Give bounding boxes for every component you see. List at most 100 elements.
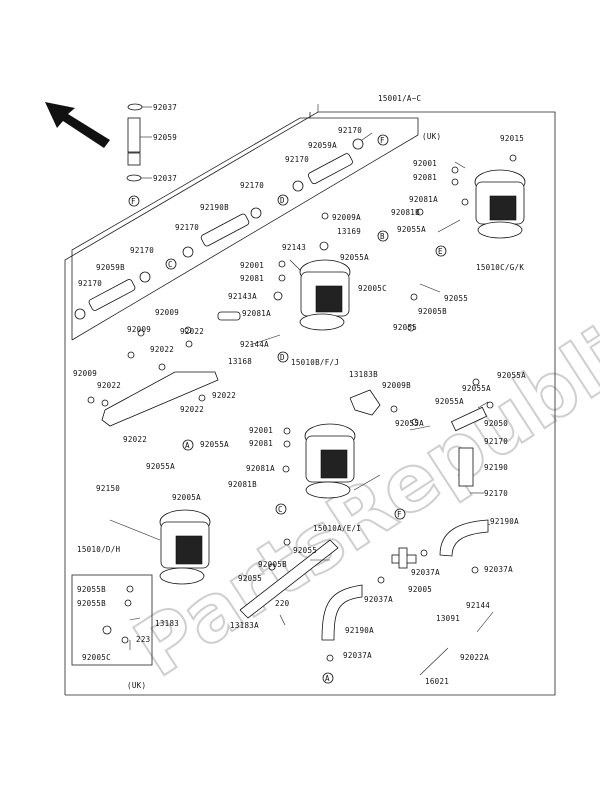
label-92005: 92005: [408, 585, 432, 594]
hose-92059A: [307, 153, 353, 185]
label-15010: 15010/D/H: [77, 545, 121, 554]
fitting-92050: [450, 406, 488, 432]
label-92037A: 92037A: [411, 568, 440, 577]
label-92150: 92150: [96, 484, 120, 493]
svg-text:D: D: [280, 353, 285, 362]
label-92059: 92059: [153, 133, 177, 142]
carburetor-2: [299, 259, 351, 331]
hose-92059: [126, 103, 143, 182]
label-92037: 92037: [153, 174, 177, 183]
label-92037A: 92037A: [343, 651, 372, 660]
front-arrow-icon: [45, 102, 110, 148]
kit-label-top: (UK): [422, 132, 441, 141]
label-92001: 92001: [413, 159, 437, 168]
label-92005A: 92005A: [172, 493, 201, 502]
hose-92190A-right: [439, 519, 489, 557]
label-92144: 92144: [466, 601, 490, 610]
assembly-frame: [64, 104, 556, 696]
carburetor-1: [474, 169, 526, 239]
label-92081A: 92081A: [242, 309, 271, 318]
label-92015: 92015: [500, 134, 524, 143]
label-92055A: 92055A: [340, 253, 369, 262]
hose-92059B: [88, 279, 136, 311]
label-92022: 92022: [180, 327, 204, 336]
callout-A-bottom: A: [322, 672, 334, 684]
assembly-label: 15001/A~C: [378, 94, 421, 103]
label-92170: 92170: [285, 155, 309, 164]
bracket-13183A: [239, 539, 339, 619]
callout-D-kit: D: [277, 194, 289, 206]
hose-92190A-left: [321, 584, 363, 641]
hose-92190: [458, 447, 474, 487]
label-92022: 92022: [123, 435, 147, 444]
label-92055A: 92055A: [146, 462, 175, 471]
label-92055: 92055: [444, 294, 468, 303]
leader-lines: [109, 106, 491, 650]
callout-D: D: [277, 351, 289, 363]
label-92190: 92190: [484, 463, 508, 472]
svg-text:B: B: [380, 232, 385, 241]
label-92170: 92170: [240, 181, 264, 190]
stud-16021: [419, 647, 449, 676]
label-92009: 92009: [155, 308, 179, 317]
label-92055B: 92055B: [77, 599, 106, 608]
svg-text:C: C: [168, 260, 173, 269]
label-92144A: 92144A: [240, 340, 269, 349]
label-92037: 92037: [153, 103, 177, 112]
label-92055: 92055: [393, 323, 417, 332]
label-13168: 13168: [228, 357, 252, 366]
label-92005C: 92005C: [82, 653, 111, 662]
label-92081: 92081: [413, 173, 437, 182]
label-92059A: 92059A: [308, 141, 337, 150]
label-92055A: 92055A: [397, 225, 426, 234]
callout-E: E: [435, 245, 447, 257]
label-92055A: 92055A: [435, 397, 464, 406]
callout-F-top: F: [128, 195, 140, 207]
label-92055: 92055: [293, 546, 317, 555]
label-92037A: 92037A: [364, 595, 393, 604]
label-92081: 92081: [240, 274, 264, 283]
label-92170: 92170: [130, 246, 154, 255]
label-92005C: 92005C: [358, 284, 387, 293]
callout-F-kit: F: [377, 134, 389, 146]
label-92055A: 92055A: [497, 371, 526, 380]
kit-label-bottom: (UK): [127, 681, 146, 690]
carburetor-4: [159, 509, 211, 585]
label-92022: 92022: [150, 345, 174, 354]
label-92170: 92170: [484, 489, 508, 498]
label-92081: 92081: [249, 439, 273, 448]
label-13091: 13091: [436, 614, 460, 623]
label-13183: 13183: [155, 619, 179, 628]
label-92143A: 92143A: [228, 292, 257, 301]
clamps: [74, 138, 364, 320]
callout-A: A: [182, 439, 194, 451]
label-92055A: 92055A: [462, 384, 491, 393]
label-223: 223: [136, 635, 150, 644]
small-parts: [87, 154, 517, 662]
label-92081A: 92081A: [246, 464, 275, 473]
svg-text:F: F: [397, 510, 402, 519]
label-92081B: 92081B: [391, 208, 420, 217]
label-92190A: 92190A: [345, 626, 374, 635]
label-13183B: 13183B: [349, 370, 378, 379]
label-220: 220: [275, 599, 290, 608]
kit-frame-bottom: [71, 574, 153, 666]
callout-C: C: [275, 503, 287, 515]
label-92037A: 92037A: [484, 565, 513, 574]
callout-B: B: [377, 230, 389, 242]
label-92022: 92022: [180, 405, 204, 414]
label-92055A: 92055A: [395, 419, 424, 428]
screw-92144: [476, 611, 494, 633]
label-92022: 92022: [212, 391, 236, 400]
svg-text:F: F: [131, 197, 136, 206]
callout-C-kit: C: [165, 258, 177, 270]
svg-text:A: A: [325, 674, 330, 683]
carburetor-3: [304, 423, 356, 499]
tee-92005: [391, 547, 417, 569]
label-15010A: 15010A/E/I: [313, 524, 361, 533]
label-92081A: 92081A: [409, 195, 438, 204]
label-92009A: 92009A: [332, 213, 361, 222]
label-92190B: 92190B: [200, 203, 229, 212]
svg-text:F: F: [380, 136, 385, 145]
label-92059B: 92059B: [96, 263, 125, 272]
